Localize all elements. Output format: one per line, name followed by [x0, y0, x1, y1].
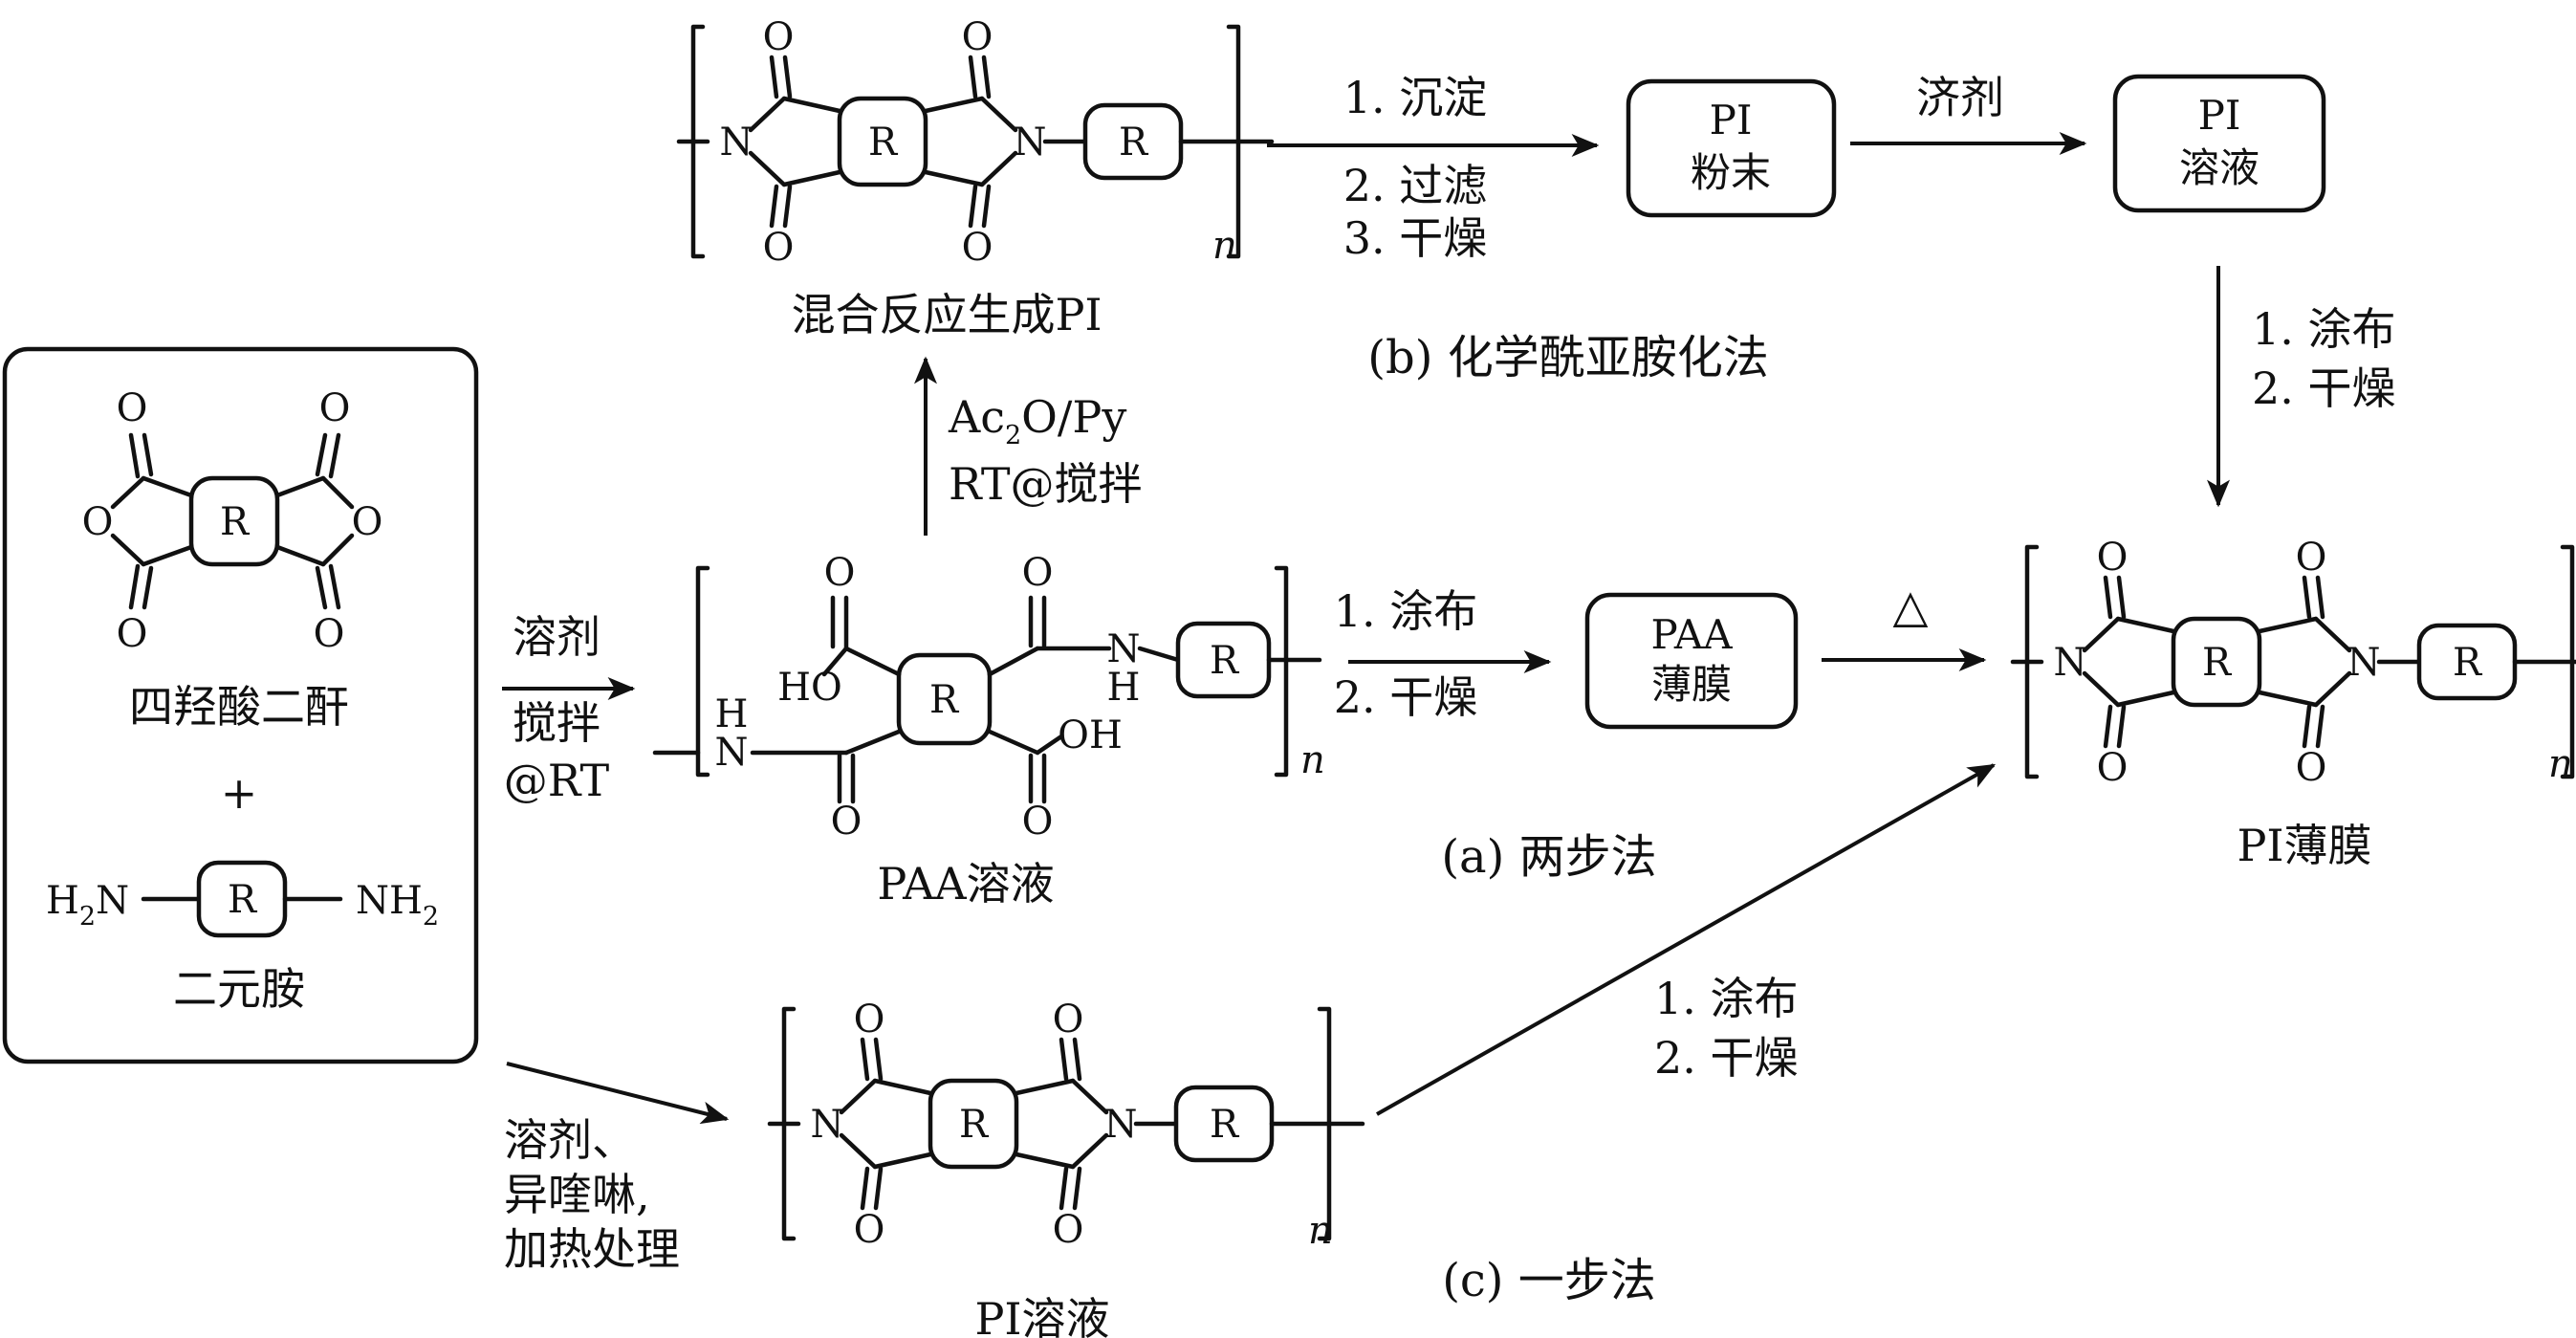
svg-text:OH: OH	[1058, 713, 1123, 757]
svg-text:R: R	[228, 878, 258, 922]
svg-text:O: O	[831, 800, 862, 844]
coat-c-step-1: 1. 涂布	[1654, 973, 1799, 1024]
svg-text:R: R	[929, 678, 960, 722]
coat-c-step-2: 2. 干燥	[1654, 1032, 1799, 1084]
svg-text:O: O	[352, 500, 383, 544]
diamine-structure: H2N R NH2	[46, 860, 439, 938]
svg-text:O: O	[117, 612, 148, 656]
pi-solution-text-1: PI	[2198, 92, 2241, 139]
paa-film-box	[1584, 592, 1799, 730]
pi-solution-structure: n	[770, 998, 1363, 1253]
svg-text:H2N: H2N	[46, 879, 129, 932]
caption-chemical: (b) 化学酰亚胺化法	[1367, 331, 1768, 384]
precipitate-step: 1. 沉淀	[1343, 72, 1488, 123]
two-step-route: 溶剂 搅拌 @RT R H N O O HO	[502, 551, 1987, 910]
coat-b-step-2: 2. 干燥	[2252, 362, 2396, 414]
pi-film-label: PI薄膜	[2237, 820, 2371, 871]
svg-text:n: n	[1300, 738, 1325, 782]
coat-step-1: 1. 涂布	[1334, 585, 1478, 637]
chemical-imidization-route: Ac2O/Py RT@搅拌 n 混合反应生成PI 1. 沉淀 2. 过滤 3. …	[679, 15, 2396, 536]
solvent-b-label: 济剂	[1916, 72, 2004, 123]
caption-one-step: (c) 一步法	[1442, 1254, 1656, 1307]
diamine-label: 二元胺	[173, 963, 305, 1015]
svg-text:R: R	[220, 500, 251, 544]
svg-text:N: N	[715, 731, 749, 775]
svg-text:HO: HO	[777, 666, 842, 710]
pi-film-structure: n	[2013, 536, 2576, 790]
svg-text:NH2: NH2	[356, 879, 439, 932]
plus-sign: +	[221, 767, 258, 819]
stir-label: 搅拌	[513, 697, 600, 749]
heat-symbol: △	[1893, 580, 1929, 633]
one-step-cond-3: 加热处理	[504, 1223, 680, 1275]
pi-solution-text-2: 溶液	[2179, 144, 2259, 191]
svg-text:H: H	[715, 692, 749, 736]
filter-step: 2. 过滤	[1343, 160, 1488, 211]
pi-powder-box	[1626, 78, 1837, 218]
paa-solution-label: PAA溶液	[877, 858, 1054, 910]
arrow-to-pi-solution-c	[506, 1062, 730, 1125]
svg-text:n: n	[2548, 742, 2573, 786]
mixture-pi-label: 混合反应生成PI	[791, 289, 1102, 340]
svg-text:Ac2O/Py: Ac2O/Py	[948, 391, 1126, 450]
coat-b-step-1: 1. 涂布	[2252, 303, 2396, 355]
arrow-to-pi-film-c	[1376, 763, 1997, 1116]
caption-two-step: (a) 两步法	[1441, 830, 1656, 884]
svg-text:n: n	[1212, 224, 1237, 268]
pi-powder-text-1: PI	[1710, 97, 1753, 143]
paa-structure: R H N O O HO O N H R	[652, 551, 1325, 844]
svg-text:N: N	[1107, 627, 1141, 671]
one-step-cond-1: 溶剂、	[504, 1114, 636, 1166]
svg-text:O: O	[314, 612, 345, 656]
one-step-cond-2: 异喹啉,	[504, 1169, 650, 1220]
reactants-panel: R O O O O O O 四羟酸二酐 +	[2, 346, 479, 1064]
dry-step: 3. 干燥	[1343, 212, 1488, 264]
mixture-pi-structure: n	[679, 15, 1272, 270]
svg-text:O: O	[319, 386, 351, 430]
svg-text:n: n	[1308, 1209, 1333, 1253]
svg-text:O: O	[1022, 551, 1054, 595]
paa-film-text-2: 薄膜	[1651, 661, 1732, 708]
dianhydride-label: 四羟酸二酐	[129, 681, 349, 733]
dianhydride-structure: R O O O O O O	[82, 386, 383, 656]
svg-text:O: O	[1022, 800, 1054, 844]
rt-label: @RT	[504, 755, 610, 806]
one-step-route: 溶剂、 异喹啉, 加热处理 n PI溶液 1. 涂布 2. 干燥 (c) 一步法	[504, 763, 1997, 1338]
rt-stir-label: RT@搅拌	[949, 458, 1143, 510]
solvent-label: 溶剂	[513, 611, 600, 663]
coat-step-2: 2. 干燥	[1334, 671, 1478, 723]
svg-text:H: H	[1107, 666, 1141, 710]
pi-solution-label: PI溶液	[974, 1293, 1109, 1338]
pi-powder-text-2: 粉末	[1691, 149, 1771, 196]
paa-film-text-1: PAA	[1650, 611, 1733, 658]
svg-text:O: O	[82, 500, 114, 544]
svg-text:R: R	[1210, 639, 1240, 683]
svg-text:O: O	[824, 551, 856, 595]
pi-solution-box	[2112, 74, 2326, 213]
svg-text:O: O	[117, 386, 148, 430]
